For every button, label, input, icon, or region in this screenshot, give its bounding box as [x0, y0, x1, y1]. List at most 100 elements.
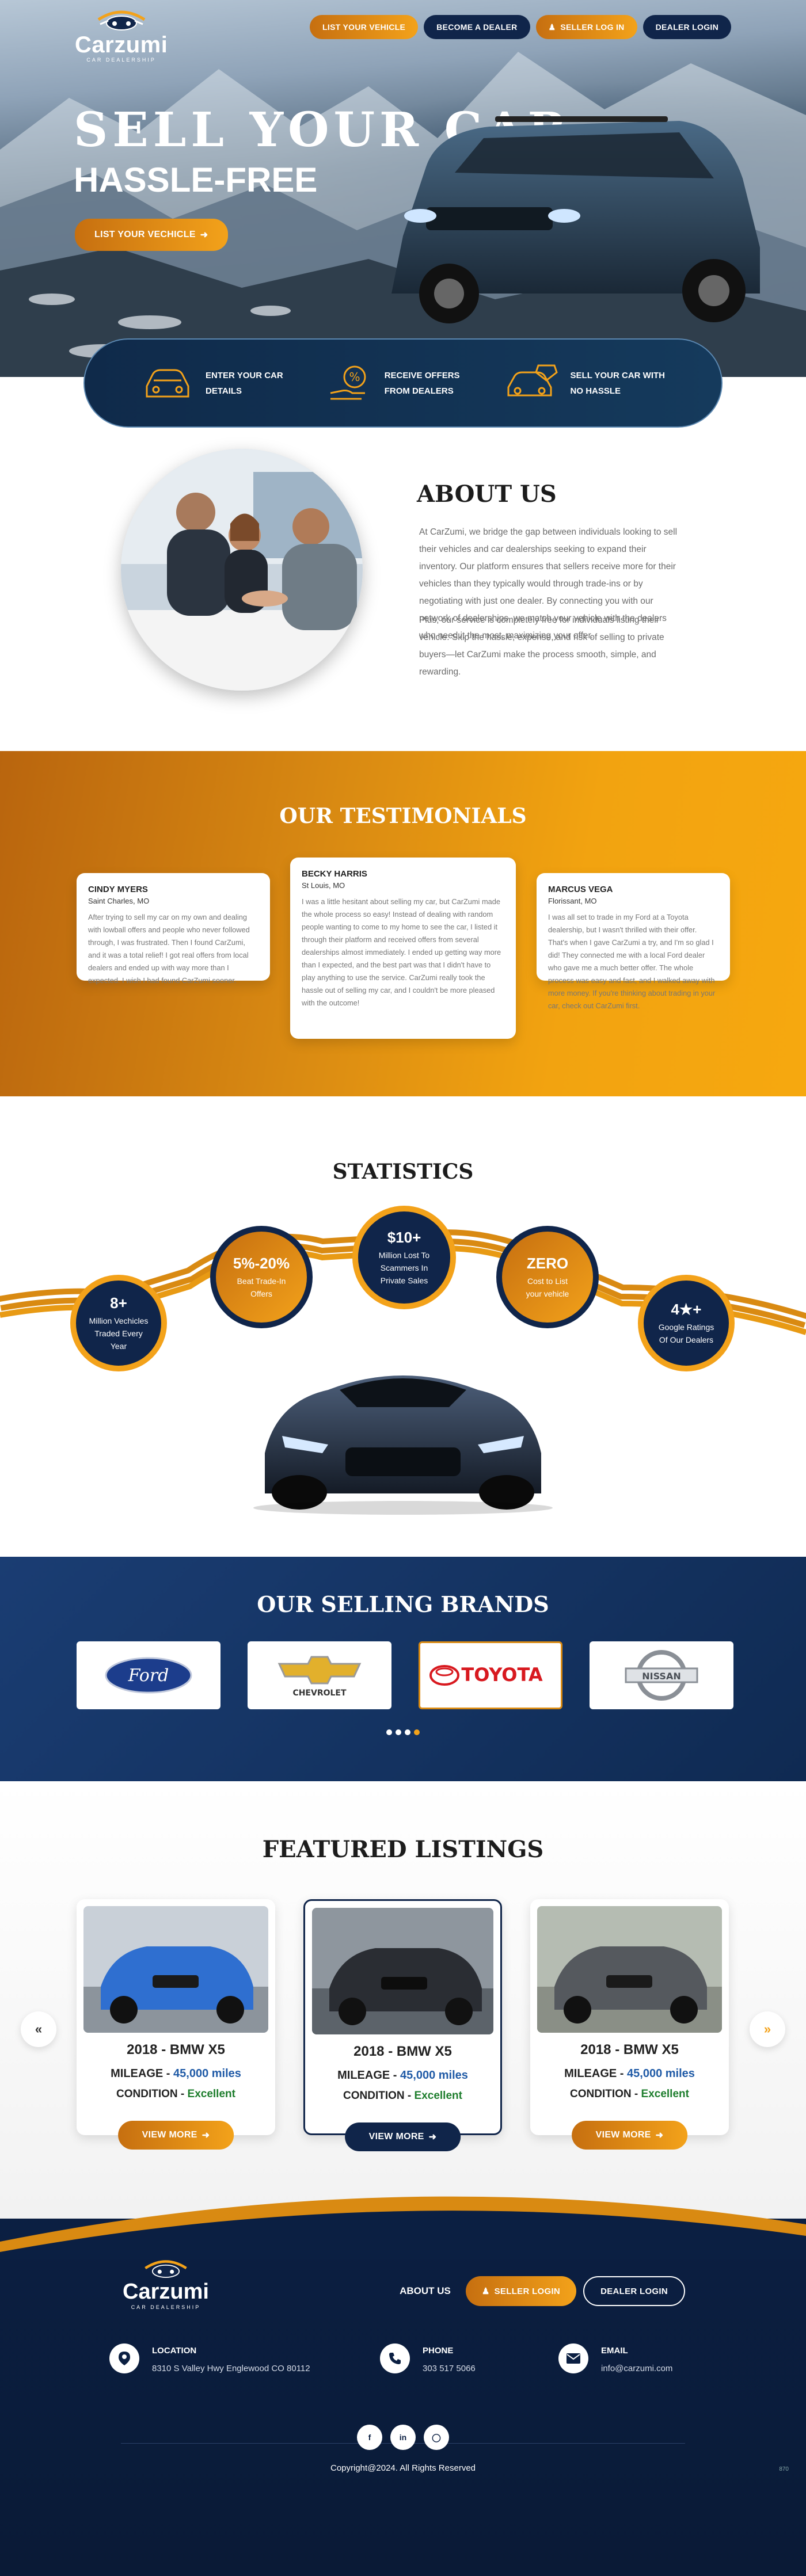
toyota-logo-icon: TOYOTA — [429, 1664, 543, 1686]
brand-card-ford[interactable]: Ford — [77, 1641, 220, 1709]
list-vehicle-button[interactable]: LIST YOUR VEHICLE — [310, 15, 419, 39]
view-more-button[interactable]: VIEW MORE ➜ — [571, 2121, 688, 2150]
testimonial-card: MARCUS VEGA Florissant, MO I was all set… — [537, 873, 730, 1010]
stat-value: $10+ — [387, 1228, 421, 1246]
mileage-label: MILEAGE - — [111, 2067, 170, 2080]
hero-cta-label: LIST YOUR VECHICLE — [94, 230, 196, 239]
stat-label: Million Lost To Scammers In Private Sale… — [378, 1250, 430, 1285]
arrow-right-icon: ➜ — [202, 2131, 210, 2140]
phone-label: PHONE — [423, 2346, 454, 2356]
brand-card-toyota[interactable]: TOYOTA — [419, 1641, 562, 1709]
carousel-next-button[interactable]: » — [750, 2011, 785, 2047]
stat-bubble: 8+ Million Vechicles Traded Every Year — [70, 1275, 167, 1371]
listing-image — [83, 1906, 268, 2033]
listing-card[interactable]: 2018 - BMW X5 MILEAGE - 45,000 miles CON… — [77, 1899, 275, 2150]
testimonial-text: I was a little hesitant about selling my… — [302, 897, 501, 1007]
testimonial-location: St Louis, MO — [302, 881, 345, 890]
hero-list-vehicle-button[interactable]: LIST YOUR VECHICLE ➜ — [75, 219, 228, 251]
carousel-dot[interactable] — [405, 1729, 410, 1735]
mileage-label: MILEAGE - — [564, 2067, 624, 2080]
seller-login-label: SELLER LOG IN — [560, 22, 625, 32]
chevrolet-logo-icon: CHEVROLET — [277, 1656, 362, 1698]
ford-logo-icon: Ford — [105, 1657, 192, 1694]
brand-card-nissan[interactable]: NISSAN — [590, 1641, 733, 1709]
brands-section: OUR SELLING BRANDS Ford CHEVROLET TOYOTA… — [0, 1557, 806, 1781]
footer-dealer-login-button[interactable]: DEALER LOGIN — [583, 2276, 685, 2306]
carousel-dot[interactable] — [396, 1729, 401, 1735]
testimonials-title: OUR TESTIMONIALS — [279, 804, 527, 828]
stat-label: Million Vechicles Traded Every Year — [89, 1316, 149, 1351]
svg-text:%: % — [349, 370, 360, 384]
instagram-icon[interactable]: ◯ — [424, 2425, 449, 2450]
footer-about-link[interactable]: ABOUT US — [400, 2285, 451, 2296]
mileage-value: 45,000 miles — [173, 2067, 241, 2080]
become-dealer-button[interactable]: BECOME A DEALER — [424, 15, 530, 39]
email-icon — [558, 2343, 588, 2373]
phone-value[interactable]: 303 517 5066 — [423, 2364, 476, 2373]
stat-value: ZERO — [526, 1254, 569, 1272]
stat-bubble: $10+ Million Lost To Scammers In Private… — [352, 1206, 456, 1309]
testimonial-text: After trying to sell my car on my own an… — [88, 913, 250, 985]
condition-label: CONDITION - — [343, 2090, 412, 2102]
chevrons-right-icon: » — [763, 2022, 771, 2036]
chevrons-left-icon: « — [35, 2022, 43, 2036]
testimonial-text: I was all set to trade in my Ford at a T… — [548, 913, 716, 1010]
hero-subtitle: HASSLE-FREE — [74, 161, 318, 199]
stat-value: 5%-20% — [233, 1254, 290, 1272]
carousel-prev-button[interactable]: « — [21, 2011, 56, 2047]
view-more-button[interactable]: VIEW MORE ➜ — [344, 2122, 461, 2151]
step-3-line-1: SELL YOUR CAR WITH — [570, 370, 665, 380]
location-label: LOCATION — [152, 2346, 197, 2356]
carousel-dot[interactable] — [386, 1729, 392, 1735]
statistics-section: STATISTICS 8+ Million Vechicles Traded E… — [0, 1096, 806, 1557]
brand-card-chevrolet[interactable]: CHEVROLET — [248, 1641, 391, 1709]
mileage-value: 45,000 miles — [627, 2067, 695, 2080]
percent-hand-icon: % — [330, 365, 366, 399]
listing-card[interactable]: 2018 - BMW X5 MILEAGE - 45,000 miles CON… — [530, 1899, 729, 2150]
logo-tagline: CAR DEALERSHIP — [86, 57, 156, 63]
view-more-label: VIEW MORE — [595, 2130, 651, 2140]
copyright-text: Copyright@2024. All Rights Reserved — [330, 2463, 476, 2473]
seller-login-button[interactable]: ♟ SELLER LOG IN — [535, 15, 637, 39]
footer-seller-login-button[interactable]: ♟ SELLER LOGIN — [465, 2276, 577, 2306]
view-more-button[interactable]: VIEW MORE ➜ — [117, 2121, 234, 2150]
site-logo[interactable]: Carzumi CAR DEALERSHIP — [75, 8, 168, 63]
stat-label: Google Ratings Of Our Dealers — [658, 1322, 714, 1344]
listing-image — [537, 1906, 722, 2033]
footer-logo[interactable]: Carzumi CAR DEALERSHIP — [123, 2258, 209, 2310]
build-version: 870 — [779, 2466, 789, 2472]
testimonial-card: BECKY HARRIS St Louis, MO I was a little… — [290, 858, 516, 1039]
condition-label: CONDITION - — [570, 2088, 638, 2100]
condition-value: Excellent — [414, 2090, 462, 2102]
email-value[interactable]: info@carzumi.com — [601, 2364, 673, 2373]
car-tag-icon — [507, 364, 558, 396]
hero-suv-image — [391, 116, 760, 323]
stat-label: Beat Trade-In Offers — [237, 1276, 286, 1298]
phone-icon — [380, 2343, 410, 2373]
arrow-right-icon: ➜ — [428, 2132, 437, 2142]
step-3-line-2: NO HASSLE — [570, 386, 621, 396]
testimonial-location: Saint Charles, MO — [88, 897, 150, 905]
email-label: EMAIL — [601, 2346, 628, 2356]
handshake-photo — [121, 449, 363, 691]
footer-seller-login-label: SELLER LOGIN — [494, 2286, 561, 2296]
facebook-icon[interactable]: f — [357, 2425, 382, 2450]
carousel-dot-active[interactable] — [414, 1729, 420, 1735]
social-links: f in ◯ — [0, 2425, 806, 2450]
dealer-login-button[interactable]: DEALER LOGIN — [642, 15, 731, 39]
featured-title: FEATURED LISTINGS — [262, 1836, 544, 1863]
stat-label: Cost to List your vehicle — [526, 1276, 569, 1298]
listing-card[interactable]: 2018 - BMW X5 MILEAGE - 45,000 miles CON… — [303, 1899, 502, 2151]
footer-navigation: ABOUT US ♟ SELLER LOGIN DEALER LOGIN — [400, 2276, 685, 2306]
testimonial-name: BECKY HARRIS — [302, 869, 367, 879]
listing-title: 2018 - BMW X5 — [127, 2042, 225, 2057]
listing-title: 2018 - BMW X5 — [353, 2044, 452, 2059]
step-2-line-2: FROM DEALERS — [384, 386, 454, 396]
linkedin-icon[interactable]: in — [390, 2425, 416, 2450]
carousel-dots — [0, 1729, 806, 1735]
footer-logo-tagline: CAR DEALERSHIP — [131, 2304, 201, 2310]
